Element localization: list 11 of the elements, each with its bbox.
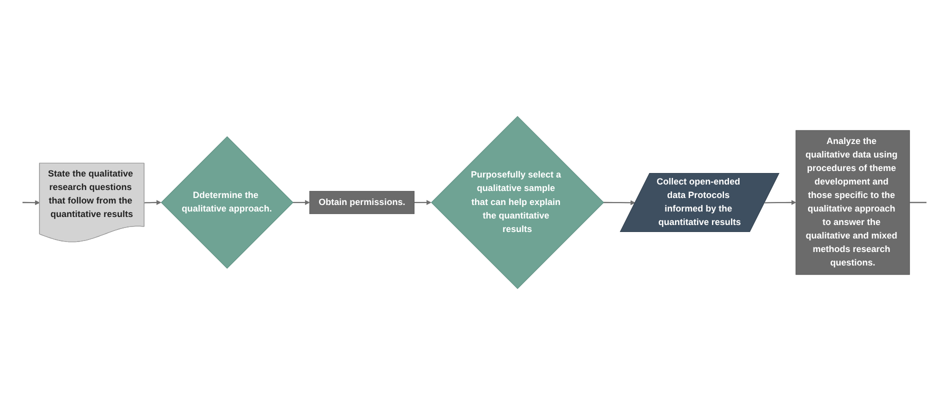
node-diamond: Ddetermine the qualitative approach. [160,136,294,269]
node-diamond: Purposefully select a qualitative sample that can help explain the quantitative results [430,116,604,290]
arrow [144,200,162,205]
arrow [414,200,432,205]
connector [910,202,926,204]
arrow [22,200,40,206]
node-box: Analyze the qualitative data using procedures of theme development and those specific to the qualitative approach to answer the qualitative and mixed methods research questions. [796,130,910,275]
node-box: Obtain permissions. [309,190,414,214]
arrow [764,200,796,205]
arrow [603,200,636,206]
arrow [292,200,310,205]
